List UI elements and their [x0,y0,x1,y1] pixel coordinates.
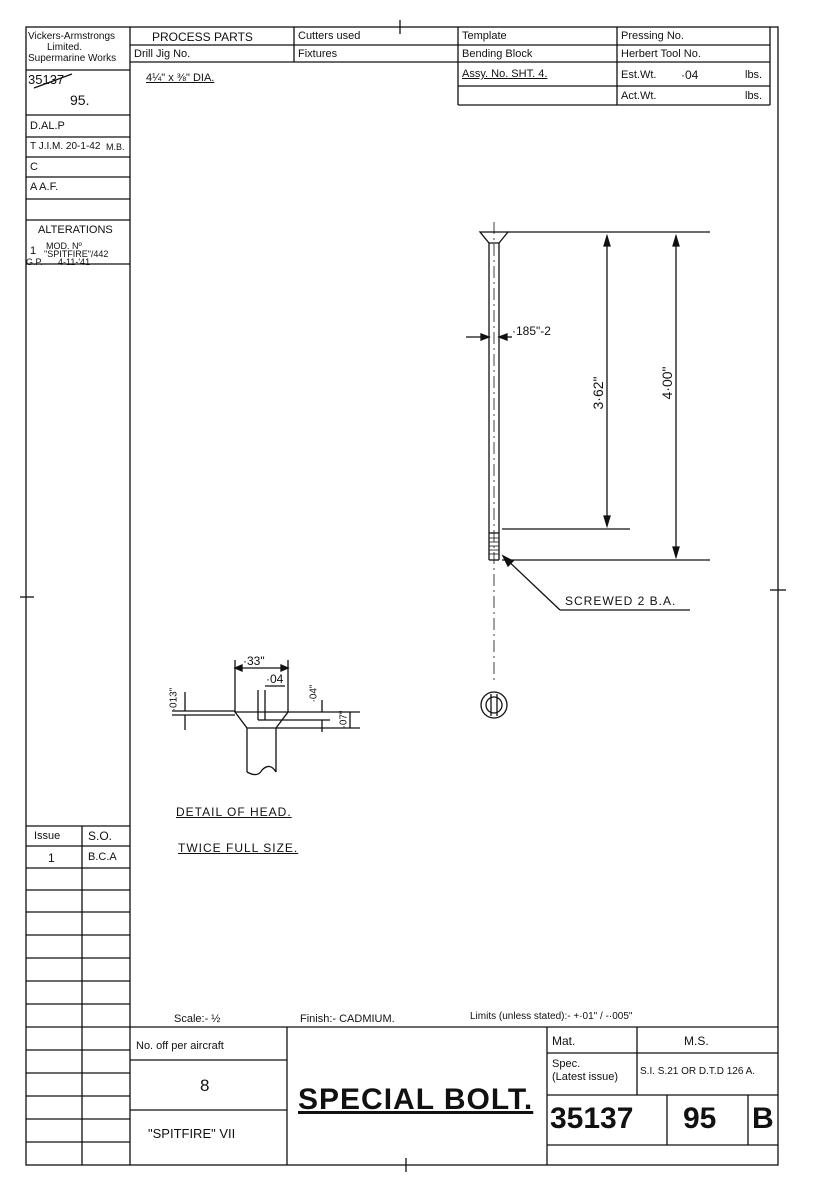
alterations-heading: ALTERATIONS [38,224,113,236]
dim-head-width: ·33" [243,654,265,668]
dim-head-height: ·07" [338,710,350,729]
issue-letter: B [752,1102,774,1135]
approval-t: T J.I.M. 20-1-42 [30,141,101,152]
approval-c: C [30,161,38,173]
issue-row-1-so: B.C.A [88,851,117,863]
no-off-value: 8 [200,1076,210,1095]
act-wt-label: Act.Wt. [621,90,657,102]
detail-scale: TWICE FULL SIZE. [178,841,299,855]
est-wt-unit: lbs. [745,69,763,81]
dim-length-a: 3·62" [590,376,606,410]
dim-slot-depth: ·04" [308,684,320,703]
est-wt-label: Est.Wt. [621,69,657,81]
thread-note: SCREWED 2 B.A. [565,594,677,608]
issue-header: Issue [34,830,61,842]
alteration-text-2: "SPITFIRE"/442 [44,249,109,259]
alteration-text-1: MOD. Nº [46,241,82,251]
process-parts: PROCESS PARTS [152,30,253,44]
mat-value: M.S. [684,1034,709,1048]
scale: Scale:- ½ [174,1013,221,1025]
bending-block: Bending Block [462,48,533,60]
herbert-tool: Herbert Tool No. [621,48,701,60]
spec-value: S.I. S.21 OR D.T.D 126 A. [640,1066,756,1077]
template: Template [462,30,507,42]
approval-dalp: D.AL.P [30,120,65,132]
stock-size: 4¼" x ⅜" DIA. [146,72,215,84]
approval-initials: M.B. [106,142,125,152]
limits: Limits (unless stated):- +·01" / -·005" [470,1011,633,1022]
spec-label-1: Spec. [552,1058,581,1070]
part-number: 35137 [550,1102,634,1135]
company-line-1: Vickers-Armstrongs [28,31,116,42]
dim-slot-width: ·04 [266,672,284,686]
alteration-date: 4-11-'41 [58,257,91,267]
company-line-3: Supermarine Works [28,53,117,64]
part-suffix: 95 [683,1102,717,1135]
detail-title: DETAIL OF HEAD. [176,805,292,819]
dim-length-b: 4·00" [659,366,675,400]
assy-no: Assy. No. SHT. 4. [462,68,548,80]
spec-label-2: (Latest issue) [552,1071,619,1083]
approval-a: A A.F. [30,181,59,193]
mat-label: Mat. [552,1034,576,1048]
aircraft: "SPITFIRE" VII [148,1126,236,1141]
drawing-ref-sheet: 95. [70,92,90,108]
fixtures: Fixtures [298,48,338,60]
dim-shank-dia: ·185"-2 [512,324,551,338]
cutters-used: Cutters used [298,30,361,42]
finish: Finish:- CADMIUM. [300,1013,395,1025]
no-off-label: No. off per aircraft [136,1040,224,1052]
dim-head-top: ·013" [168,687,180,712]
drawing-ref-number: 35137 [28,72,65,87]
drawing-title: SPECIAL BOLT. [298,1083,534,1116]
so-header: S.O. [88,829,113,843]
alteration-no: 1 [30,245,37,257]
alteration-by: G.P. [26,257,43,267]
drill-jig: Drill Jig No. [134,48,191,60]
pressing-no: Pressing No. [621,30,684,42]
est-wt-value: ·04 [681,68,699,82]
act-wt-unit: lbs. [745,90,763,102]
issue-row-1-issue: 1 [48,851,55,865]
company-line-2: Limited. [47,42,83,53]
